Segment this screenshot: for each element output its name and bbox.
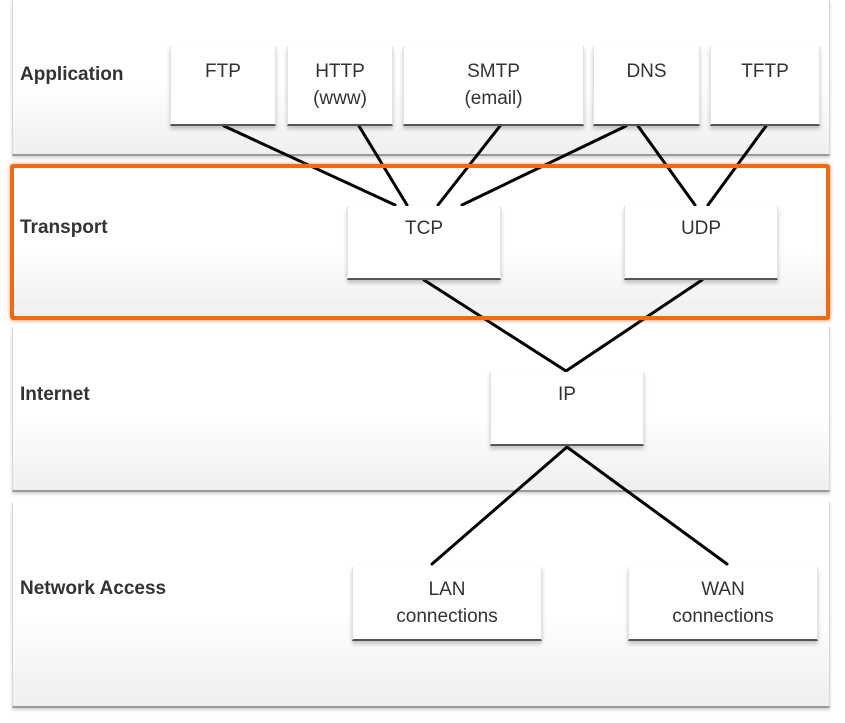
tcp-label: TCP — [405, 218, 443, 239]
transport-layer-label: Transport — [20, 217, 108, 238]
http-label: HTTP — [315, 61, 365, 82]
lan-sublabel: connections — [396, 606, 498, 627]
lan-label: LAN — [428, 579, 466, 600]
internet-layer-label: Internet — [20, 384, 90, 405]
wan-sublabel: connections — [672, 606, 774, 627]
ip-box[interactable]: IP — [490, 372, 644, 446]
ftp-label: FTP — [205, 61, 241, 82]
http-box[interactable]: HTTP (www) — [287, 46, 393, 126]
ip-label: IP — [558, 384, 576, 405]
dns-label: DNS — [626, 61, 667, 82]
tftp-box[interactable]: TFTP — [710, 46, 820, 126]
tcp-box[interactable]: TCP — [347, 206, 501, 280]
smtp-sublabel: (email) — [464, 88, 523, 109]
ftp-box[interactable]: FTP — [170, 46, 276, 126]
internet-layer: Internet — [12, 327, 830, 492]
lan-box[interactable]: LAN connections — [352, 567, 542, 641]
tftp-label: TFTP — [741, 61, 789, 82]
smtp-box[interactable]: SMTP (email) — [403, 46, 584, 126]
smtp-label: SMTP — [467, 61, 520, 82]
http-sublabel: (www) — [313, 88, 367, 109]
wan-box[interactable]: WAN connections — [628, 567, 818, 641]
udp-label: UDP — [680, 218, 722, 239]
udp-box[interactable]: UDP — [624, 206, 778, 280]
application-layer-label: Application — [20, 64, 124, 85]
wan-label: WAN — [701, 579, 745, 600]
dns-box[interactable]: DNS — [593, 46, 700, 126]
network-access-layer-label: Network Access — [20, 578, 167, 599]
